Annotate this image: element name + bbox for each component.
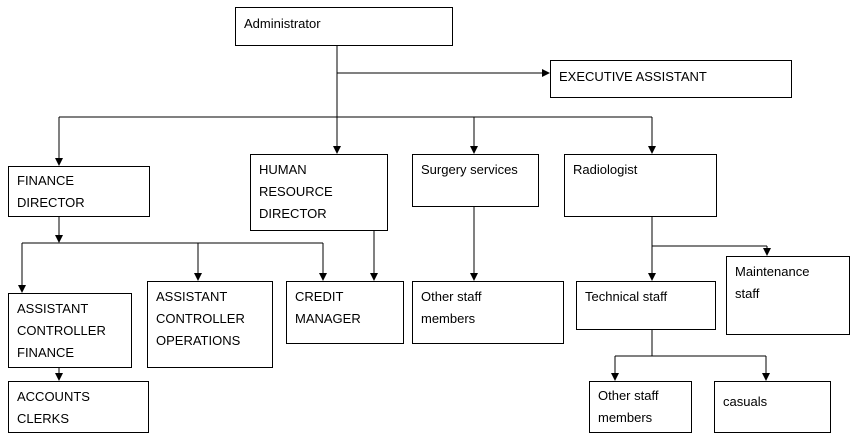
node-administrator: Administrator [235, 7, 453, 46]
node-finance-director: FINANCE DIRECTOR [8, 166, 150, 217]
node-accounts-clerks: ACCOUNTS CLERKS [8, 381, 149, 433]
node-technical-other-staff: Other staff members [589, 381, 692, 433]
node-hr-director: HUMAN RESOURCE DIRECTOR [250, 154, 388, 231]
node-casuals: casuals [714, 381, 831, 433]
node-surgery-services: Surgery services [412, 154, 539, 207]
node-executive-assistant: EXECUTIVE ASSISTANT [550, 60, 792, 98]
node-credit-manager: CREDIT MANAGER [286, 281, 404, 344]
node-assistant-controller-finance: ASSISTANT CONTROLLER FINANCE [8, 293, 132, 368]
node-radiologist: Radiologist [564, 154, 717, 217]
node-assistant-controller-operations: ASSISTANT CONTROLLER OPERATIONS [147, 281, 273, 368]
node-technical-staff: Technical staff [576, 281, 716, 330]
node-maintenance-staff: Maintenance staff [726, 256, 850, 335]
node-surgery-other-staff: Other staff members [412, 281, 564, 344]
